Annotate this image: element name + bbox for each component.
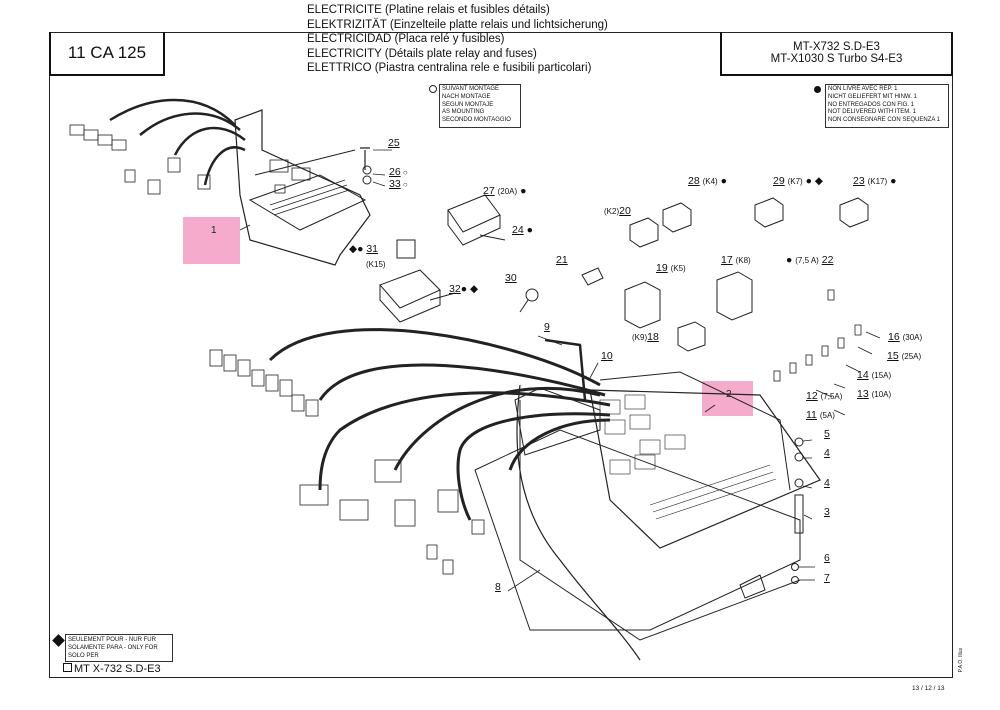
callout-26: 26 ○ (389, 166, 408, 178)
callout-10: 10 (601, 350, 613, 362)
callout-31-sub: (K15) (366, 260, 386, 269)
title-en: ELECTRICITY (Détails plate relay and fus… (307, 47, 537, 60)
circle-icon (429, 85, 437, 93)
title-block: ELECTRICITE (Platine relais et fusibles … (307, 3, 608, 76)
title-de: ELEKTRIZITÄT (Einzelteile platte relais … (307, 18, 608, 31)
callout-30: 30 (505, 272, 517, 284)
callout-25: 25 (388, 137, 400, 149)
callout-16: 16 (30A) (888, 331, 923, 343)
callout-5: 5 (824, 428, 830, 440)
callout-21: 21 (556, 254, 568, 266)
callout-13: 13 (10A) (857, 388, 892, 400)
callout-4b: 4 (824, 477, 830, 489)
callout-12: 12 (7,5A) (806, 390, 843, 402)
pao-mark: P.A.O. Illus (958, 648, 964, 673)
model-2: MT-X1030 S Turbo S4-E3 (770, 53, 903, 65)
callout-8: 8 (495, 581, 501, 593)
print-date: 13 / 12 / 13 (912, 685, 945, 692)
callout-22: ● (7,5 A) 22 (786, 254, 834, 266)
callout-19: 19 (K5) (656, 262, 686, 274)
dot-icon (814, 86, 821, 93)
title-es: ELECTRICIDAD (Placa relé y fusibles) (307, 33, 505, 46)
callout-20: (K2)20 (604, 205, 631, 217)
callout-15: 15 (25A) (887, 350, 922, 362)
callout-32: 32● ◆ (449, 283, 479, 295)
square-icon (63, 663, 72, 672)
callout-29: 29 (K7) ● ◆ (773, 175, 823, 187)
callout-33: 33 ○ (389, 178, 408, 190)
title-it: ELETTRICO (Piastra centralina rele e fus… (307, 62, 592, 75)
callout-4a: 4 (824, 447, 830, 459)
model-box: MT-X732 S.D-E3 MT-X1030 S Turbo S4-E3 (720, 32, 953, 76)
callout-17: 17 (K8) (721, 254, 751, 266)
page-code: 11 CA 125 (49, 32, 165, 76)
callout-14: 14 (15A) (857, 369, 892, 381)
callout-24: 24 ● (512, 224, 533, 236)
callout-28: 28 (K4) ● (688, 175, 727, 187)
callout-7: 7 (824, 572, 830, 584)
highlight-item-1: 1 (183, 217, 240, 264)
callout-23: 23 (K17) ● (853, 175, 897, 187)
callout-3: 3 (824, 506, 830, 518)
callout-9: 9 (544, 321, 550, 333)
model-1: MT-X732 S.D-E3 (793, 41, 880, 53)
model-only-label: MT X-732 S.D-E3 (63, 663, 161, 675)
callout-18: (K9)18 (632, 331, 659, 343)
title-fr: ELECTRICITE (Platine relais et fusibles … (307, 4, 550, 16)
callout-11: 11 (5A) (806, 409, 835, 421)
callout-6: 6 (824, 552, 830, 564)
callout-31: ◆● 31 (349, 243, 379, 255)
diagram-frame (49, 32, 953, 678)
callout-27: 27 (20A) ● (483, 185, 527, 197)
